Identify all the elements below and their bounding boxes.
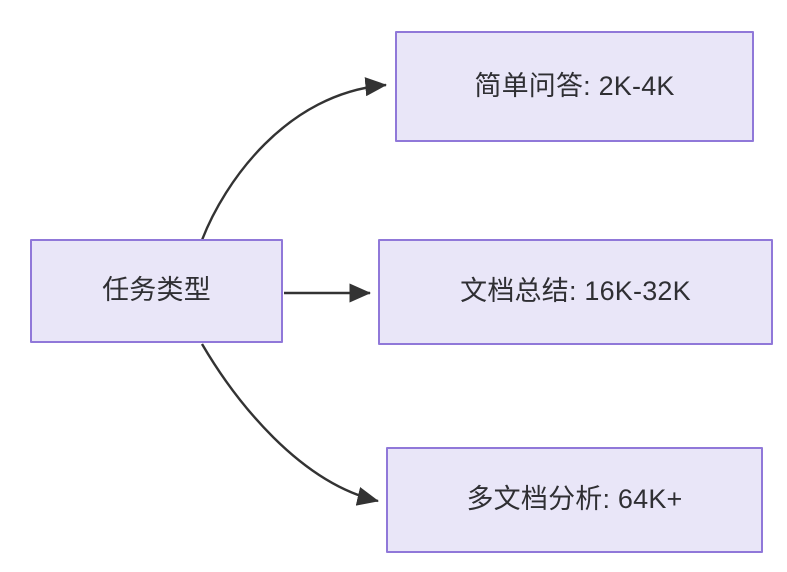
node-simple-qa-label: 简单问答: 2K-4K [474, 70, 675, 101]
node-simple-qa[interactable]: 简单问答: 2K-4K [395, 31, 754, 142]
edge-root-to-simple [200, 77, 387, 241]
node-doc-summary[interactable]: 文档总结: 16K-32K [378, 239, 773, 345]
node-task-type[interactable]: 任务类型 [30, 239, 283, 343]
node-doc-summary-label: 文档总结: 16K-32K [460, 276, 691, 307]
node-task-type-label: 任务类型 [102, 275, 211, 306]
node-multi-doc-analysis-label: 多文档分析: 64K+ [466, 484, 683, 515]
node-multi-doc-analysis[interactable]: 多文档分析: 64K+ [386, 447, 763, 553]
edge-root-to-multidoc [200, 343, 379, 506]
